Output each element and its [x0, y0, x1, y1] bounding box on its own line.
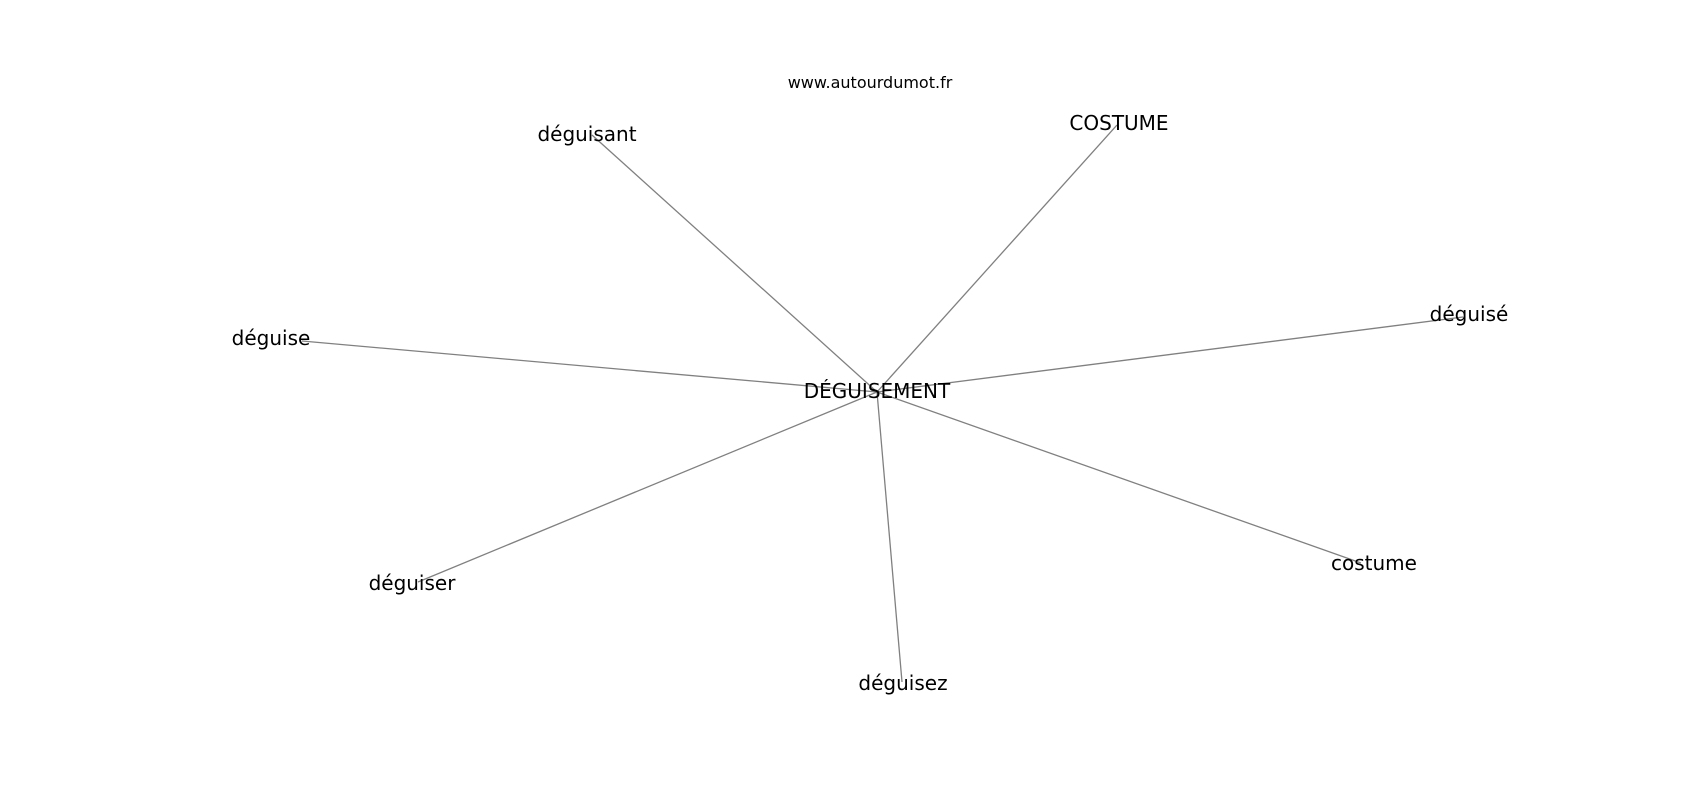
node-label-costume-upper: COSTUME — [1069, 111, 1168, 135]
node-label-deguisant: déguisant — [537, 122, 636, 146]
edge-deguise-accent — [876, 316, 1464, 393]
node-label-deguise-accent: déguisé — [1430, 302, 1509, 326]
edges — [301, 124, 1464, 683]
source-watermark: www.autourdumot.fr — [788, 73, 953, 92]
center-node-label: DÉGUISEMENT — [804, 379, 951, 403]
node-label-deguiser: déguiser — [369, 571, 457, 595]
edge-costume-upper — [876, 124, 1118, 393]
node-label-deguisez: déguisez — [858, 671, 947, 695]
edge-deguiser — [417, 391, 878, 583]
edge-deguisant — [591, 134, 878, 393]
edge-deguise — [301, 340, 878, 393]
nodes: déguisant COSTUME déguisé déguise costum… — [232, 111, 1509, 695]
edge-costume — [876, 391, 1362, 564]
node-label-deguise: déguise — [232, 326, 311, 350]
node-label-costume: costume — [1331, 551, 1417, 575]
edge-deguisez — [876, 391, 903, 683]
